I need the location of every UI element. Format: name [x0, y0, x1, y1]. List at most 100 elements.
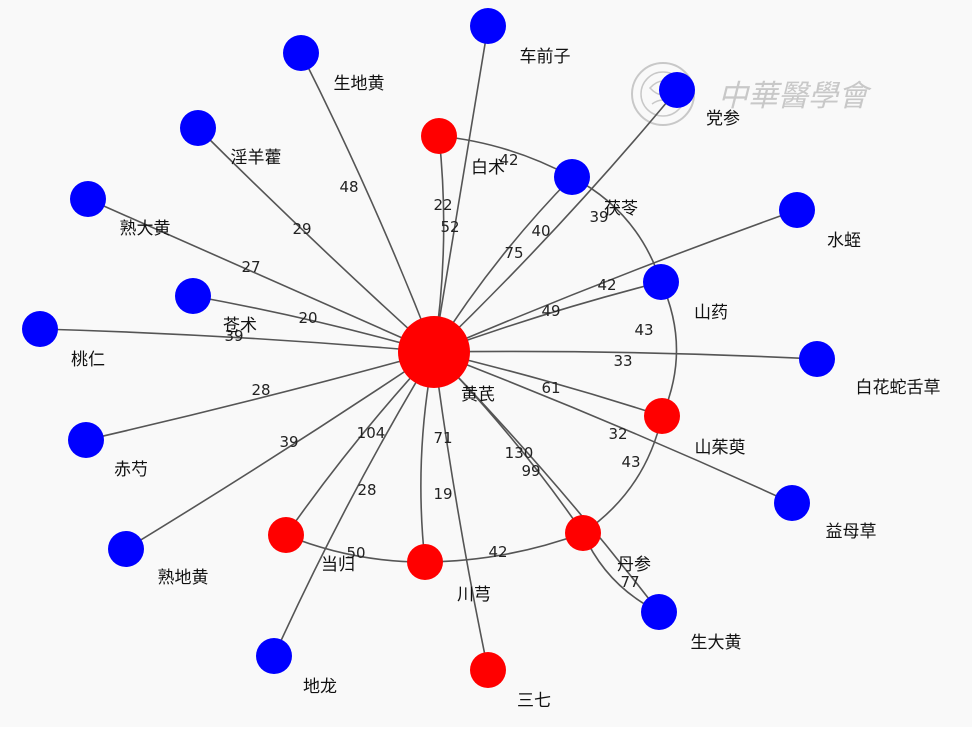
edge-weight-label: 43	[621, 453, 640, 471]
edge-weight-label: 20	[298, 309, 317, 327]
node-label-shengdahuang: 生大黄	[691, 633, 742, 653]
edge-huangqi-shudihuang	[125, 351, 435, 550]
edge-weight-label: 33	[613, 352, 632, 370]
edge-weight-label: 43	[634, 321, 653, 339]
edge-huangqi-chishao	[85, 351, 435, 441]
node-label-huangqi: 黄芪	[461, 385, 495, 405]
node-shengdihuang[interactable]	[283, 35, 319, 71]
edge-weight-label: 39	[279, 433, 298, 451]
edge-huangqi-yimucao	[433, 351, 793, 504]
edge-weight-label: 71	[433, 429, 452, 447]
node-label-shanyao: 山药	[694, 303, 728, 323]
node-label-dangshen: 党参	[706, 109, 740, 129]
edge-weight-label: 19	[433, 485, 452, 503]
edge-weight-label: 22	[433, 196, 452, 214]
node-taoren[interactable]	[22, 311, 58, 347]
node-chuanxiong[interactable]	[407, 544, 443, 580]
edge-weight-label: 50	[346, 544, 365, 562]
edge-huangqi-cheqianzi	[433, 25, 489, 353]
node-cheqianzi[interactable]	[470, 8, 506, 44]
edge-weight-label: 104	[357, 424, 386, 442]
edge-shanyao-shanzhuyu	[660, 281, 678, 417]
node-label-danshen: 丹参	[617, 555, 651, 575]
node-label-cangzhu: 苍术	[223, 316, 257, 336]
node-baizhu[interactable]	[421, 118, 457, 154]
edge-weight-label: 29	[292, 220, 311, 238]
node-label-shudihuang: 熟地黄	[158, 567, 209, 588]
node-shudihuang[interactable]	[108, 531, 144, 567]
node-label-yimucao: 益母草	[826, 522, 877, 542]
node-baihuasheshecao[interactable]	[799, 341, 835, 377]
edge-labels-layer: 22 48 52 40 75 29 27 42 49 20 39 33 28 61 32 39 104 71 130…	[224, 151, 653, 591]
node-label-shuizhi: 水蛭	[827, 231, 861, 251]
node-shanyao[interactable]	[643, 264, 679, 300]
watermark: 中華醫學會	[631, 62, 872, 126]
watermark-text: 中華醫學會	[718, 79, 872, 114]
edge-weight-label: 32	[608, 425, 627, 443]
node-danshen[interactable]	[565, 515, 601, 551]
edge-weight-label: 28	[357, 481, 376, 499]
node-danggui[interactable]	[268, 517, 304, 553]
edge-weight-label: 75	[504, 244, 523, 262]
node-label-chishao: 赤芍	[114, 460, 148, 480]
node-label-danggui: 当归	[321, 555, 355, 575]
edge-weight-label: 61	[541, 379, 560, 397]
node-dilong[interactable]	[256, 638, 292, 674]
edge-weight-label: 42	[597, 276, 616, 294]
node-label-shengdihuang: 生地黄	[334, 74, 385, 94]
edge-weight-label: 49	[541, 302, 560, 320]
edge-weight-label: 28	[251, 381, 270, 399]
node-fuling[interactable]	[554, 159, 590, 195]
node-yimucao[interactable]	[774, 485, 810, 521]
edge-huangqi-shudahuang	[87, 198, 435, 353]
edge-weight-label: 42	[499, 151, 518, 169]
edge-huangqi-shengdihuang	[300, 52, 435, 353]
edge-danshen-chuanxiong	[424, 532, 584, 563]
edge-weight-label: 42	[488, 543, 507, 561]
nodes-layer	[22, 8, 835, 688]
node-huangqi[interactable]	[398, 316, 470, 388]
node-label-cheqianzi: 车前子	[520, 47, 571, 67]
node-sanqi[interactable]	[470, 652, 506, 688]
node-yinyanghuo[interactable]	[180, 110, 216, 146]
node-dangshen[interactable]	[659, 72, 695, 108]
edge-huangqi-yinyanghuo	[197, 127, 435, 353]
node-shuizhi[interactable]	[779, 192, 815, 228]
edge-weight-label: 39	[589, 208, 608, 226]
node-label-yinyanghuo: 淫羊藿	[231, 148, 282, 168]
edge-weight-label: 77	[620, 573, 639, 591]
node-label-taoren: 桃仁	[71, 350, 105, 370]
node-shanzhuyu[interactable]	[644, 398, 680, 434]
node-label-shudahuang: 熟大黄	[120, 218, 171, 239]
edge-huangqi-taoren	[39, 328, 435, 353]
node-label-fuling: 茯苓	[604, 199, 638, 219]
node-label-chuanxiong: 川芎	[457, 585, 491, 605]
edge-weight-label: 40	[531, 222, 550, 240]
edge-huangqi-baihuasheshecao	[433, 350, 818, 360]
node-shengdahuang[interactable]	[641, 594, 677, 630]
node-shudahuang[interactable]	[70, 181, 106, 217]
edge-huangqi-dangshen	[433, 89, 678, 353]
edge-weight-label: 52	[440, 218, 459, 236]
edge-weight-label: 130	[505, 444, 534, 462]
edge-huangqi-dilong	[273, 351, 435, 657]
node-cangzhu[interactable]	[175, 278, 211, 314]
edge-fuling-shanyao	[571, 176, 662, 283]
node-label-shanzhuyu: 山茱萸	[695, 438, 746, 458]
edge-weight-label: 27	[241, 258, 260, 276]
node-chishao[interactable]	[68, 422, 104, 458]
node-label-baihuasheshecao: 白花蛇舌草	[856, 378, 941, 398]
edge-huangqi-shengdahuang	[433, 351, 660, 613]
edge-weight-label: 99	[521, 462, 540, 480]
edge-huangqi-sanqi	[433, 351, 489, 671]
edges-layer	[39, 25, 818, 671]
edge-weight-label: 48	[339, 178, 358, 196]
edge-weight-label: 39	[224, 327, 243, 345]
node-label-dilong: 地龙	[303, 677, 337, 697]
node-label-baizhu: 白术	[471, 158, 505, 178]
edge-huangqi-shuizhi	[433, 209, 798, 353]
node-label-sanqi: 三七	[517, 691, 551, 711]
